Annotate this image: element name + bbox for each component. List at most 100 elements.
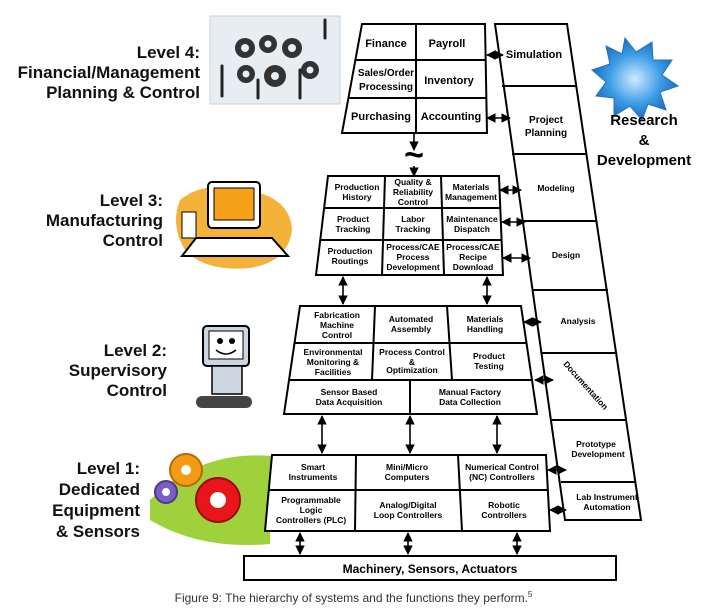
cell-materials-mgmt-2: Management <box>445 192 497 202</box>
cell-labor-tracking-2: Tracking <box>396 224 431 234</box>
cell-robotic-1: Robotic <box>488 500 520 510</box>
level-1-line4: & Sensors <box>56 522 140 541</box>
cell-environmental-3: Facilities <box>315 367 352 377</box>
cell-process-control-2: & <box>409 357 415 367</box>
cell-routings-2: Routings <box>332 256 369 266</box>
cell-nc-controllers-2: (NC) Controllers <box>469 472 535 482</box>
cell-product-testing-1: Product <box>473 351 505 361</box>
connector-arrows <box>295 50 567 555</box>
cell-plc-1: Programmable <box>281 495 341 505</box>
cell-production-history-2: History <box>342 192 372 202</box>
caption-footnote: 5 <box>527 590 533 599</box>
level-2-title: Level 2: <box>104 341 167 360</box>
level-2-grid <box>282 305 539 415</box>
cell-process-control-1: Process Control <box>379 347 445 357</box>
cell-quality-3: Control <box>398 197 428 207</box>
level-2-cells: Fabrication Machine Control Automated As… <box>303 310 505 407</box>
level-3-cells: Production History Quality & Reliability… <box>328 177 500 272</box>
level-4-label: Level 4: Financial/Management Planning &… <box>18 43 201 102</box>
cell-sales-order-1: Sales/Order <box>358 68 414 79</box>
cell-automated-assembly-1: Automated <box>389 314 433 324</box>
rd-simulation: Simulation <box>506 49 563 61</box>
cell-plc-3: Controllers (PLC) <box>276 515 347 525</box>
cell-labor-tracking-1: Labor <box>401 214 425 224</box>
level-1-line2: Dedicated <box>59 480 140 499</box>
gears-illustration <box>150 453 272 545</box>
rd-project-2: Planning <box>525 128 567 139</box>
cell-quality-1: Quality & <box>394 177 431 187</box>
level-1-label: Level 1: Dedicated Equipment & Sensors <box>52 459 140 541</box>
cell-materials-handling-2: Handling <box>467 324 503 334</box>
cell-product-tracking-1: Product <box>337 214 369 224</box>
level-1-line3: Equipment <box>52 501 140 520</box>
rd-prototype-2: Development <box>571 449 625 459</box>
rd-prototype-1: Prototype <box>576 439 616 449</box>
cell-cae-dev-1: Process/CAE <box>386 242 440 252</box>
cell-cae-recipe-1: Process/CAE <box>446 242 500 252</box>
level-2-label: Level 2: Supervisory Control <box>69 341 168 400</box>
cell-fabrication-1: Fabrication <box>314 310 360 320</box>
cell-smart-instruments-2: Instruments <box>289 472 338 482</box>
cell-fabrication-3: Control <box>322 330 352 340</box>
figure-caption: Figure 9: The hierarchy of systems and t… <box>0 590 707 605</box>
level-3-line2: Manufacturing <box>46 211 163 230</box>
cell-sales-order-2: Processing <box>359 82 413 93</box>
level-4-line2: Financial/Management <box>18 63 201 82</box>
rd-column <box>493 23 643 521</box>
cell-finance: Finance <box>365 38 407 50</box>
cell-maintenance-2: Dispatch <box>454 224 490 234</box>
cell-environmental-2: Monitoring & <box>307 357 359 367</box>
teamwork-gears-illustration <box>209 15 341 105</box>
rd-lab-1: Lab Instrument <box>576 492 638 502</box>
cell-analog-digital-1: Analog/Digital <box>379 500 436 510</box>
cell-inventory: Inventory <box>424 75 474 87</box>
research-line2: & <box>639 132 650 149</box>
level-4-grid <box>340 23 489 134</box>
cell-smart-instruments-1: Smart <box>301 462 325 472</box>
base-bar <box>243 555 617 581</box>
cell-automated-assembly-2: Assembly <box>391 324 431 334</box>
level-4-cells: Finance Payroll Sales/Order Processing I… <box>351 38 481 123</box>
level-3-label: Level 3: Manufacturing Control <box>46 191 163 250</box>
cell-manual-factory-1: Manual Factory <box>439 387 502 397</box>
cell-payroll: Payroll <box>429 38 466 50</box>
rd-modeling: Modeling <box>537 183 574 193</box>
level-2-line2: Supervisory <box>69 361 168 380</box>
cell-production-history-1: Production <box>335 182 380 192</box>
level-2-line3: Control <box>107 381 167 400</box>
cell-product-tracking-2: Tracking <box>336 224 371 234</box>
cell-cae-dev-3: Development <box>386 262 440 272</box>
rd-project-1: Project <box>529 115 564 126</box>
computer-illustration <box>176 181 292 269</box>
cell-manual-factory-2: Data Collection <box>439 397 501 407</box>
cell-materials-mgmt-1: Materials <box>453 182 490 192</box>
tilde-symbol: ~ <box>404 136 424 174</box>
rd-design: Design <box>552 250 580 260</box>
cell-process-control-3: Optimization <box>386 365 437 375</box>
cell-sensor-based-1: Sensor Based <box>321 387 378 397</box>
cell-environmental-1: Environmental <box>303 347 362 357</box>
cell-sensor-based-2: Data Acquisition <box>316 397 383 407</box>
level-4-title: Level 4: <box>137 43 200 62</box>
level-3-title: Level 3: <box>100 191 163 210</box>
level-3-grid <box>314 175 505 276</box>
cell-accounting: Accounting <box>421 111 482 123</box>
research-line1: Research <box>610 112 678 129</box>
cell-purchasing: Purchasing <box>351 111 411 123</box>
robot-mascot-illustration <box>196 325 252 408</box>
level-4-line3: Planning & Control <box>46 83 200 102</box>
cell-analog-digital-2: Loop Controllers <box>374 510 443 520</box>
caption-text: Figure 9: The hierarchy of systems and t… <box>174 591 528 605</box>
cell-routings-1: Production <box>328 246 373 256</box>
cell-nc-controllers-1: Numerical Control <box>465 462 539 472</box>
cell-robotic-2: Controllers <box>481 510 527 520</box>
base-label: Machinery, Sensors, Actuators <box>343 562 518 576</box>
cell-cae-recipe-2: Recipe <box>459 252 487 262</box>
cell-fabrication-2: Machine <box>320 320 354 330</box>
cell-plc-2: Logic <box>300 505 323 515</box>
cell-maintenance-1: Maintenance <box>446 214 498 224</box>
rd-lab-2: Automation <box>583 502 630 512</box>
cell-materials-handling-1: Materials <box>467 314 504 324</box>
cell-product-testing-2: Testing <box>474 361 504 371</box>
